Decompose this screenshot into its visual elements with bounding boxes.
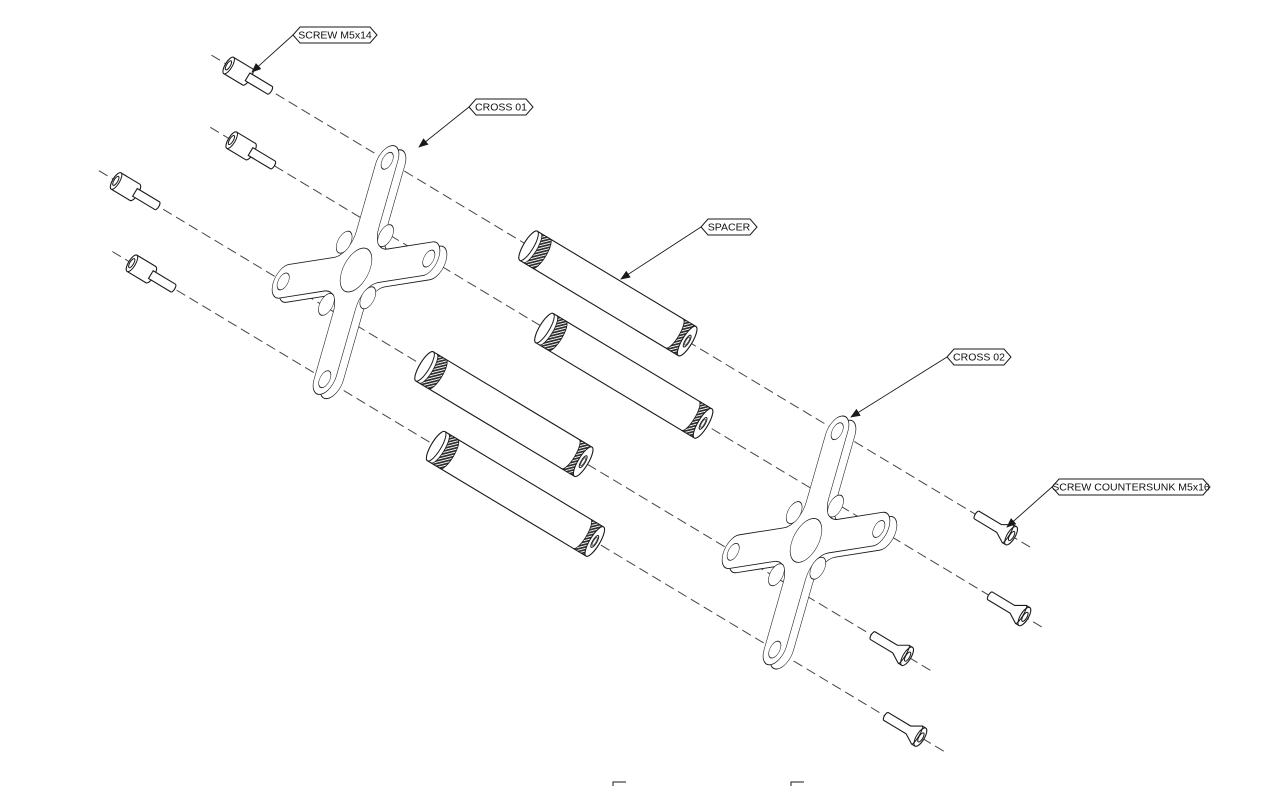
callout-label: SCREW M5x14 xyxy=(298,30,372,42)
callout-hexagon xyxy=(946,348,1012,366)
countersunk-screw-1 xyxy=(969,504,1021,548)
callout-screw-m5x14: SCREW M5x14 xyxy=(251,26,378,73)
leader-line xyxy=(1006,486,1053,528)
leader-line xyxy=(850,356,948,418)
leader-line xyxy=(620,226,702,280)
callout-hexagon xyxy=(1051,478,1211,496)
callout-spacer: SPACER xyxy=(620,218,758,280)
callout-cross-02: CROSS 02 xyxy=(850,348,1012,418)
callout-label: CROSS 01 xyxy=(475,102,527,114)
callout-hexagon xyxy=(292,26,378,44)
frame-mark-left xyxy=(612,781,626,786)
callout-label: SPACER xyxy=(708,222,751,234)
frame-mark-right xyxy=(790,781,804,786)
countersunk-screw-3 xyxy=(865,625,917,668)
socket-screw-2 xyxy=(107,170,165,216)
socket-screw-4 xyxy=(123,252,181,298)
callout-screw-countersunk: SCREW COUNTERSUNK M5x16 xyxy=(1006,478,1211,528)
leader-line xyxy=(418,106,470,148)
callout-hexagon xyxy=(700,218,758,236)
cross-plate-02 xyxy=(687,402,932,683)
callout-hexagon xyxy=(468,98,534,116)
callout-cross-01: CROSS 01 xyxy=(418,98,534,148)
leader-line xyxy=(251,34,294,73)
socket-screw-3 xyxy=(223,129,280,175)
countersunk-screw-4 xyxy=(878,706,930,749)
callout-label: SCREW COUNTERSUNK M5x16 xyxy=(1052,482,1210,494)
countersunk-screw-2 xyxy=(982,585,1034,629)
socket-screw-1 xyxy=(220,55,277,100)
callout-label: CROSS 02 xyxy=(953,352,1005,364)
center-axis-line-1 xyxy=(211,54,1035,551)
